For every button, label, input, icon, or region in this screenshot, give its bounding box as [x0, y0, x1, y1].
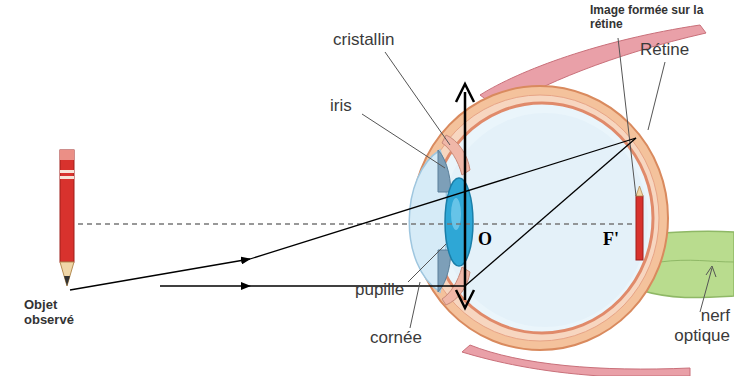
part-label: cristallin	[333, 30, 443, 50]
part-label: Rétine	[640, 40, 720, 60]
part-label: iris	[330, 96, 380, 116]
image-label: Image formée sur la rétine	[590, 4, 708, 32]
part-label: nerf optique	[642, 306, 730, 345]
part-label: pupille	[355, 280, 435, 300]
point-label: F'	[603, 229, 633, 250]
object-label: Objet observé	[24, 298, 94, 328]
part-label: cornée	[370, 328, 450, 348]
point-label: O	[478, 229, 502, 250]
